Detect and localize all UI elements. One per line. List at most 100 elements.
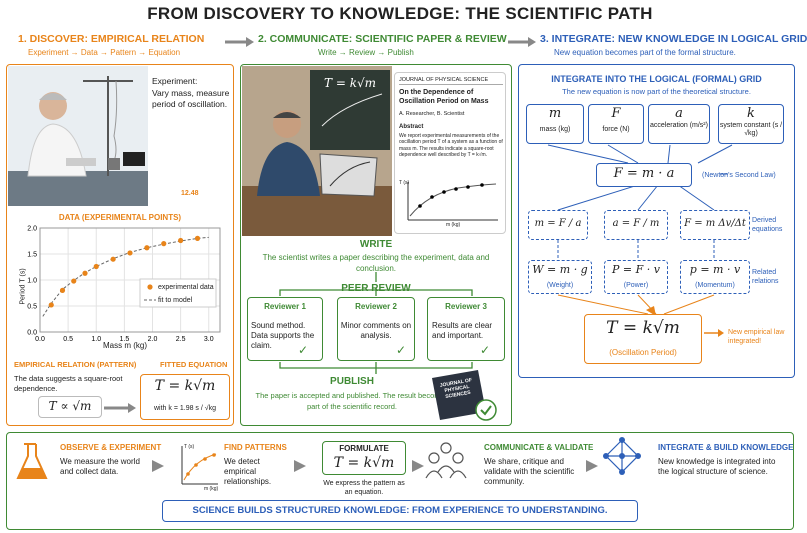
related-2-box	[604, 260, 668, 294]
section3-sub: New equation becomes part of the formal …	[554, 48, 736, 57]
step-observe-text: We measure the world and collect data.	[60, 457, 140, 476]
x-tick-label: 2.5	[176, 336, 186, 343]
new-law-note: New empirical law integrated!	[728, 329, 785, 345]
derived-label: Derived equations	[752, 217, 783, 233]
data-title: DATA (EXPERIMENTAL POINTS)	[58, 213, 182, 222]
var-F-symbol: F	[611, 106, 621, 121]
related-3-equation: p = m · v	[689, 263, 741, 276]
step-integrate-text: New knowledge is integrated into the log…	[658, 457, 776, 476]
paper-plot-ylabel: T (s)	[399, 180, 410, 186]
derived-3-box	[680, 210, 750, 240]
data-point	[161, 241, 167, 247]
timer-readout: 12.48	[181, 190, 199, 197]
step-integrate-heading: INTEGRATE & BUILD KNOWLEDGE	[658, 443, 794, 452]
final-equation-box	[584, 314, 702, 364]
scientist-writing-illustration	[242, 66, 392, 236]
mini-plot-ylabel: T (s)	[184, 444, 195, 450]
var-m-symbol: m	[548, 106, 562, 121]
related-2-equation: P = F · v	[612, 263, 660, 276]
reviewer-1-check-icon: ✓	[298, 343, 309, 357]
grid-heading: INTEGRATE INTO THE LOGICAL (FORMAL) GRID	[551, 74, 762, 84]
var-m-desc: mass (kg)	[539, 126, 571, 133]
section2-panel	[240, 64, 512, 426]
experiment-text: Vary mass, measure period of oscillation…	[152, 88, 230, 109]
pattern-to-fit-arrow	[104, 403, 136, 413]
paper-title: On the Dependence of Oscillation Period …	[399, 89, 489, 105]
blackboard-equation: T = k√m	[324, 76, 376, 90]
var-k-symbol: k	[747, 106, 755, 121]
data-point	[82, 270, 88, 276]
reviewer-1-card	[247, 297, 323, 361]
section1-header: 1. DISCOVER: EMPIRICAL RELATION	[18, 33, 205, 45]
reviewer-2-name: Reviewer 2	[355, 302, 397, 311]
summary-banner	[162, 500, 638, 522]
x-tick-label: 1.0	[91, 336, 101, 343]
grid-sub: The new equation is now part of the theo…	[562, 87, 751, 96]
derived-3-equation: F = m Δv/Δt	[684, 218, 746, 229]
x-tick-label: 0.5	[63, 336, 73, 343]
reviewer-2-text: Minor comments on analysis.	[340, 321, 412, 340]
data-point	[59, 287, 66, 293]
section1-panel	[6, 64, 234, 426]
related-2-name: (Power)	[623, 282, 649, 289]
data-point	[71, 278, 77, 284]
final-equation: T = k√m	[606, 318, 680, 338]
y-tick-label: 1.5	[27, 252, 37, 259]
y-tick-label: 1.0	[27, 278, 37, 285]
fit-title: FITTED EQUATION	[160, 360, 228, 369]
x-tick-label: 3.0	[204, 336, 214, 343]
reviewer-3-name: Reviewer 3	[445, 302, 487, 311]
paper-page	[394, 72, 506, 234]
step-observe-heading: OBSERVE & EXPERIMENT	[60, 443, 162, 452]
x-tick-label: 2.0	[148, 336, 158, 343]
write-text: The scientist writes a paper describing …	[262, 253, 490, 273]
step-patterns-heading: FIND PATTERNS	[224, 443, 287, 452]
newton-law-box	[596, 163, 692, 187]
grid-connectors	[547, 144, 733, 337]
section2-header: 2. COMMUNICATE: SCIENTIFIC PAPER & REVIE…	[258, 33, 507, 45]
publish-text: The paper is accepted and published. The…	[255, 391, 449, 411]
step-communicate-heading: COMMUNICATE & VALIDATE	[484, 443, 594, 452]
data-point	[48, 302, 54, 308]
header-arrows	[225, 37, 536, 47]
step-formulate-text: We express the pattern as an equation.	[323, 480, 405, 496]
review-connectors	[279, 272, 473, 374]
var-a-desc: acceleration (m/s²)	[650, 122, 708, 129]
data-point	[110, 256, 116, 262]
y-tick-label: 0.5	[27, 304, 37, 311]
newton-law-label: (Newton's Second Law)	[702, 172, 776, 179]
pattern-equation: T ∝ √m	[48, 399, 92, 413]
mini-plot-xlabel: m (kg)	[204, 486, 219, 492]
related-1-name: (Weight)	[546, 282, 574, 289]
reviewer-3-check-icon: ✓	[480, 343, 491, 357]
step-formulate-equation: T = k√m	[333, 455, 395, 471]
step-formulate-box	[322, 441, 406, 475]
data-point	[127, 250, 133, 256]
paper-authors: A. Researcher, B. Scientist	[399, 111, 465, 117]
derived-2-box	[604, 210, 668, 240]
related-3-name: (Momentum)	[695, 282, 735, 289]
section1-sub: Experiment → Data → Pattern → Equation	[28, 48, 181, 57]
y-tick-label: 2.0	[27, 226, 37, 233]
chart-xlabel: Mass m (kg)	[103, 341, 147, 350]
paper-journal: JOURNAL OF PHYSICAL SCIENCE	[399, 77, 503, 85]
legend-data-marker	[147, 284, 153, 290]
related-label: Related relations	[752, 269, 779, 285]
var-k-box	[718, 104, 784, 144]
derived-1-equation: m = F / a	[534, 218, 582, 229]
legend-box	[139, 278, 217, 308]
fit-equation: T = k√m	[154, 378, 216, 394]
paper-abstract-heading: Abstract	[399, 124, 424, 130]
var-a-symbol: a	[675, 106, 683, 121]
final-equation-name: (Oscillation Period)	[609, 348, 677, 357]
reviewer-1-name: Reviewer 1	[264, 302, 306, 311]
x-tick-label: 1.5	[120, 336, 130, 343]
x-tick-label: 0.0	[35, 336, 45, 343]
related-3-box	[680, 260, 750, 294]
summary-banner-text: SCIENCE BUILDS STRUCTURED KNOWLEDGE: FRO…	[192, 505, 608, 516]
section2-sub: Write → Review → Publish	[318, 48, 414, 57]
reviewer-3-text: Results are clear and important.	[432, 321, 493, 340]
derived-1-box	[528, 210, 588, 240]
related-1-equation: W = m · g	[532, 263, 588, 276]
